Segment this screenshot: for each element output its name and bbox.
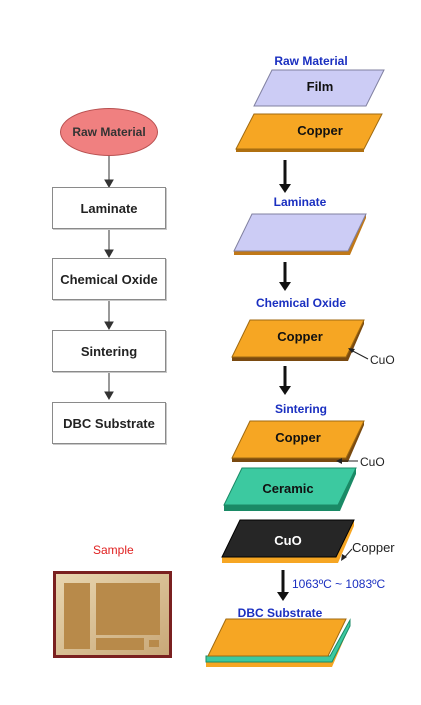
process-title-laminate: Laminate bbox=[273, 195, 327, 209]
sinter-copper-plate bbox=[231, 420, 365, 459]
sample-photo bbox=[53, 571, 172, 658]
dbc-copper-bottom bbox=[206, 625, 348, 667]
ceramic-plate bbox=[223, 467, 357, 506]
flowchart-step-chemical-oxide: Chemical Oxide bbox=[52, 258, 166, 300]
copper-plate-raw-edge bbox=[236, 149, 364, 152]
oxide-copper-plate bbox=[231, 319, 365, 358]
cuo-annotation: CuO bbox=[370, 353, 395, 367]
sinter-copper-label: Copper bbox=[275, 430, 321, 445]
flowchart-step-label: DBC Substrate bbox=[63, 415, 155, 431]
flowchart-start-label: Raw Material bbox=[72, 125, 146, 139]
film-label: Film bbox=[306, 79, 334, 94]
copper-plate-raw bbox=[235, 113, 383, 150]
process-title-raw-material: Raw Material bbox=[274, 54, 348, 68]
process-title-sintering: Sintering bbox=[274, 402, 327, 416]
temperature-range: 1063ºC ~ 1083ºC bbox=[292, 577, 386, 591]
cuo-plate-label: CuO bbox=[274, 533, 302, 548]
ceramic-label: Ceramic bbox=[262, 481, 314, 496]
sample-label: Sample bbox=[93, 543, 134, 557]
dbc-copper-top bbox=[207, 618, 347, 657]
cuo-plate bbox=[221, 519, 355, 558]
film-plate bbox=[253, 69, 385, 107]
flowchart-connectors bbox=[104, 156, 114, 401]
ceramic-plate-edge bbox=[224, 468, 356, 511]
process-title-chemical-oxide: Chemical Oxide bbox=[255, 296, 347, 310]
oxide-copper-label: Copper bbox=[277, 329, 323, 344]
cuo-plate-edge bbox=[222, 520, 354, 563]
flowchart-start-oval: Raw Material bbox=[60, 108, 158, 156]
copper-annotation: Copper bbox=[352, 540, 395, 555]
flowchart-step-label: Chemical Oxide bbox=[60, 271, 158, 287]
laminate-plate bbox=[233, 213, 367, 252]
flowchart-step-sintering: Sintering bbox=[52, 330, 166, 372]
dbc-ceramic-layer bbox=[205, 618, 351, 663]
flowchart-step-label: Laminate bbox=[80, 200, 138, 216]
copper-label: Copper bbox=[297, 123, 343, 138]
sinter-cuo-annotation: CuO bbox=[360, 455, 385, 469]
process-title-dbc-substrate: DBC Substrate bbox=[237, 606, 323, 620]
flowchart-step-dbc-substrate: DBC Substrate bbox=[52, 402, 166, 444]
flowchart-step-label: Sintering bbox=[80, 343, 138, 359]
flowchart-step-laminate: Laminate bbox=[52, 187, 166, 229]
